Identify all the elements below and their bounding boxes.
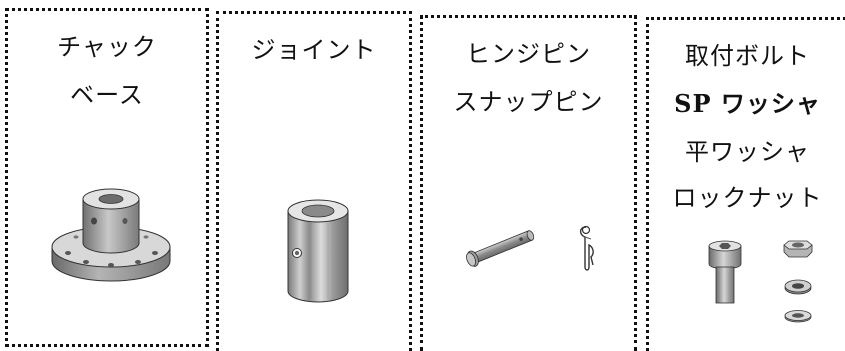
panel-chuck-base: チャック ベース [5, 8, 209, 347]
label-joint: ジョイント [251, 36, 377, 64]
label-sp-washer: SP ワッシャ [674, 89, 821, 118]
label-lock-nut: ロックナット [672, 184, 823, 212]
flat-washer-illustration [784, 310, 812, 323]
panel-bolt-washers-nut: 取付ボルト SP ワッシャ 平ワッシャ ロックナット [646, 17, 845, 351]
label-chuck-line1: チャック [57, 33, 157, 61]
joint-illustration [287, 199, 349, 303]
hinge-pin-illustration [466, 230, 535, 267]
label-snap-pin: スナップピン [453, 88, 604, 116]
label-hinge-pin: ヒンジピン [466, 40, 591, 68]
lock-nut-illustration [783, 240, 813, 258]
label-mounting-bolt: 取付ボルト [685, 42, 810, 70]
panel-joint: ジョイント [216, 11, 412, 351]
label-flat-washer: 平ワッシャ [685, 138, 810, 166]
snap-pin-illustration [579, 225, 594, 271]
mounting-bolt-illustration [708, 240, 742, 304]
label-chuck-line2: ベース [70, 81, 144, 109]
sp-washer-illustration [784, 279, 812, 295]
panel-hinge-snap-pin: ヒンジピン スナップピン [420, 15, 637, 351]
chuck-base-illustration [51, 188, 171, 282]
